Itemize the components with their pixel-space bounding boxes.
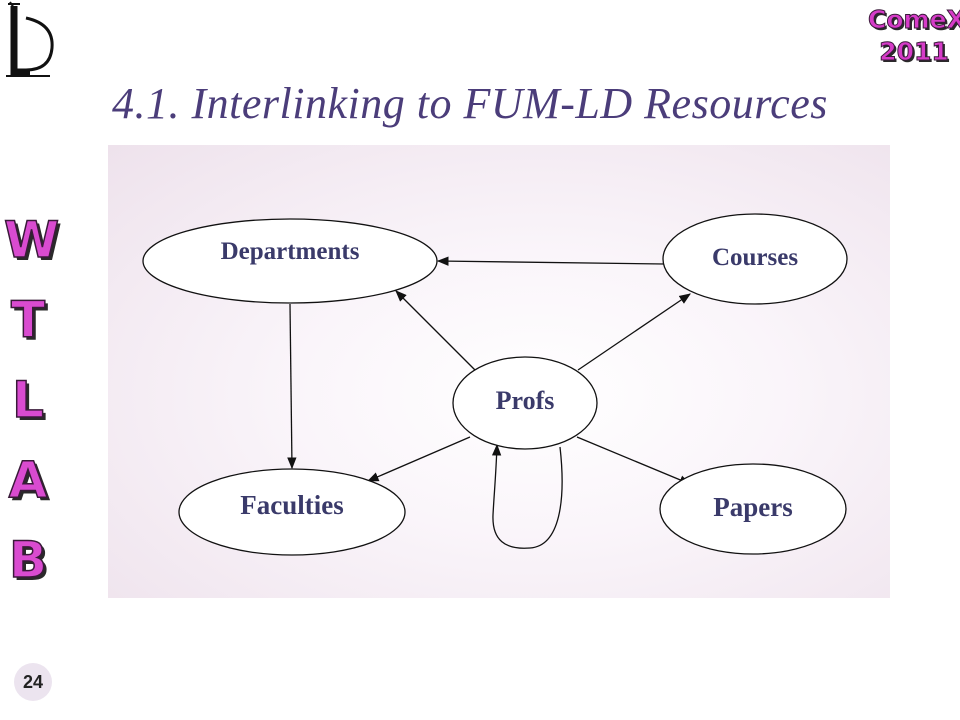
- edge-profs-departments: [395, 290, 476, 371]
- node-papers-label: Papers: [713, 492, 792, 522]
- edge-profs-courses: [577, 293, 691, 371]
- wtlab-letter: W: [3, 210, 60, 270]
- comex-logo-line1: ComeX: [868, 5, 960, 35]
- slide-title: 4.1. Interlinking to FUM-LD Resources: [112, 79, 828, 128]
- page-number-badge: 24: [14, 663, 52, 701]
- ld-logo-icon: [6, 1, 54, 77]
- node-departments: Departments: [142, 218, 438, 304]
- wtlab-letter: T: [10, 290, 46, 350]
- wtlab-letter: B: [8, 530, 48, 590]
- node-profs-label: Profs: [496, 386, 555, 415]
- edge-profs-papers: [576, 436, 692, 485]
- node-courses: Courses: [662, 213, 848, 305]
- node-faculties: Faculties: [178, 468, 406, 556]
- comex-logo: ComeX 2011: [868, 4, 960, 68]
- edge-departments-faculties: [287, 303, 297, 470]
- node-profs: Profs: [452, 356, 598, 450]
- comex-logo-line2: 2011: [879, 37, 950, 67]
- wtlab-letter: A: [8, 450, 48, 510]
- edge-profs-faculties: [366, 436, 471, 482]
- wtlab-vertical-logo: W T L A B: [3, 200, 60, 600]
- node-faculties-label: Faculties: [240, 490, 343, 520]
- edge-profs-self-loop: [491, 443, 563, 549]
- node-departments-label: Departments: [221, 238, 360, 265]
- node-courses-label: Courses: [712, 244, 798, 271]
- wtlab-letter: L: [11, 370, 44, 430]
- edge-courses-departments: [436, 256, 665, 266]
- node-papers: Papers: [659, 463, 847, 555]
